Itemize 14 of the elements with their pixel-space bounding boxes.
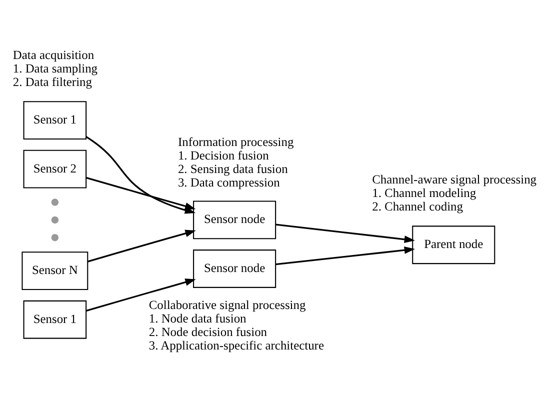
label: Channel-aware signal processing xyxy=(372,172,537,186)
label: 2. Channel coding xyxy=(372,199,463,214)
label: 1. Node data fusion xyxy=(148,310,246,325)
label: 1. Channel modeling xyxy=(372,186,476,200)
label: 1. Decision fusion xyxy=(178,148,269,162)
label: 2. Sensing data fusion xyxy=(178,161,288,176)
label: Data acquisition xyxy=(12,48,94,62)
label: Collaborative signal processing xyxy=(148,297,306,312)
label: 3. Application-specific architecture xyxy=(148,338,324,352)
label: 2. Node decision fusion xyxy=(148,324,268,338)
label: 1. Data sampling xyxy=(12,61,98,76)
label: 3. Data compression xyxy=(178,174,280,189)
label: Information processing xyxy=(178,134,294,148)
label: 2. Data filtering xyxy=(12,74,92,89)
